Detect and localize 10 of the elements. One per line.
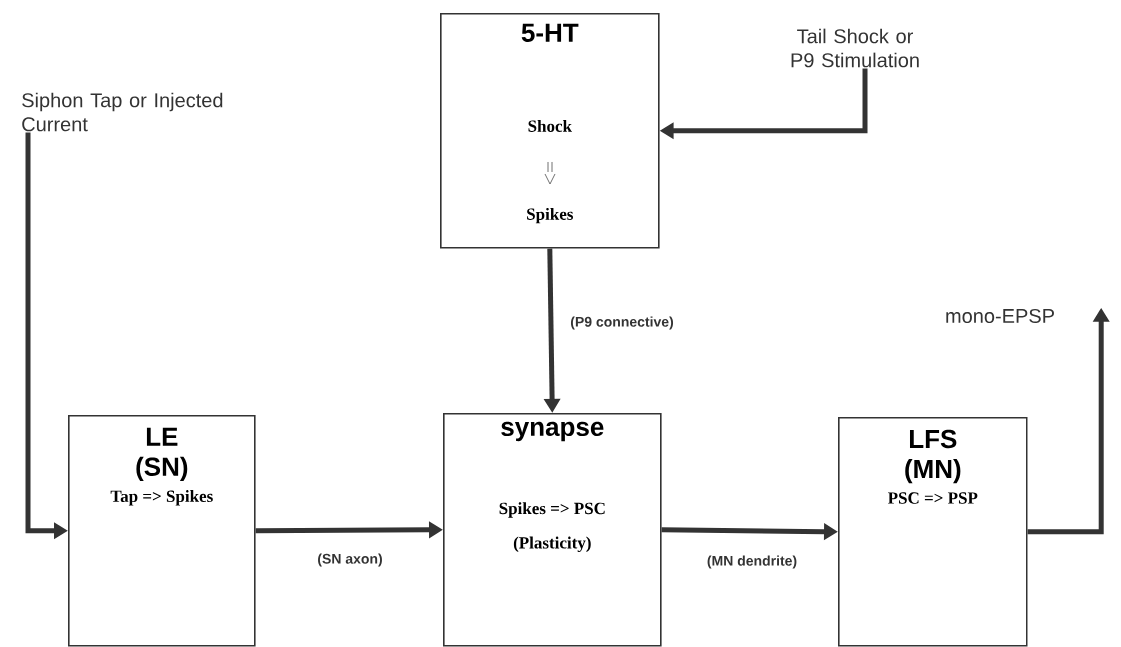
- input-label: Siphon Tap or Injected Current: [22, 92, 223, 132]
- process-box: 5-HT Shock Spikes: [440, 13, 660, 249]
- edge-label: (P9 connective): [569, 315, 675, 331]
- output-label: mono-EPSP: [946, 308, 1054, 324]
- edge-label: (MN dendrite): [705, 554, 799, 570]
- process-box: LE (SN) Tap => Spikes: [68, 415, 256, 647]
- process-box: synapse Spikes => PSC (Plasticity): [443, 413, 662, 647]
- process-box: LFS (MN) PSC => PSP: [838, 417, 1028, 647]
- edge-label: (SN axon): [316, 552, 384, 568]
- input-label: Tail Shock or P9 Stimulation: [791, 28, 919, 68]
